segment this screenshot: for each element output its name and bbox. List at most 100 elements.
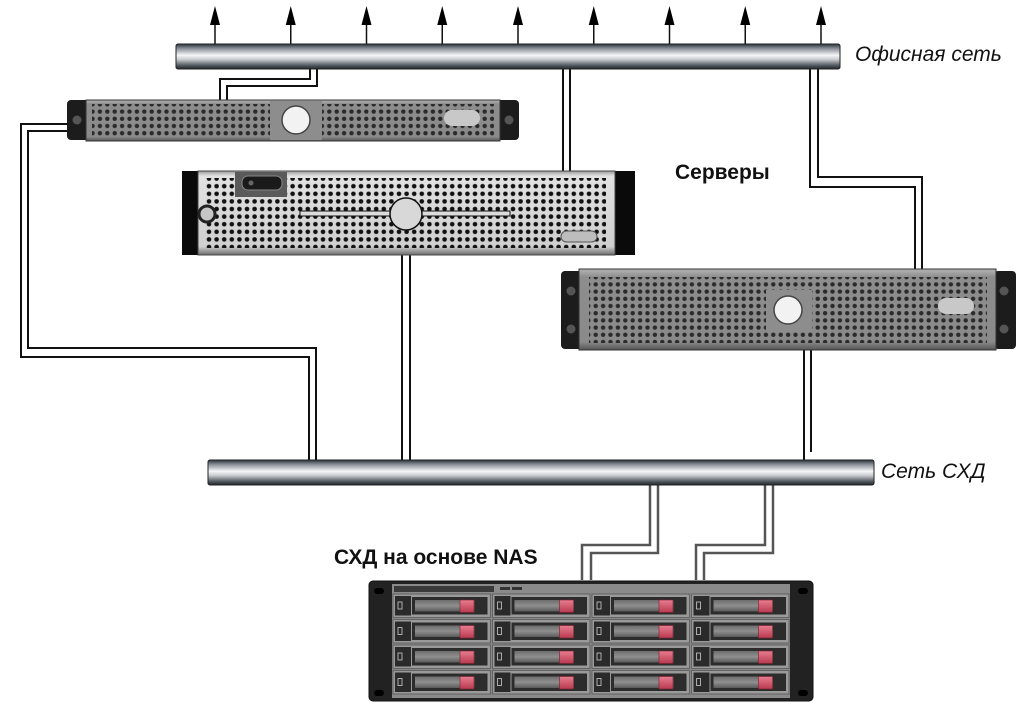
drive-body — [514, 676, 574, 688]
drive-bay[interactable] — [591, 644, 690, 669]
drive-bay[interactable] — [492, 593, 591, 618]
drive-bay[interactable] — [691, 644, 790, 669]
drive-indicator-icon — [696, 678, 701, 686]
rack-hole — [374, 588, 384, 594]
cable-office-to-server-1u — [219, 68, 318, 100]
rack-ear-left — [182, 171, 200, 255]
rack-hole — [798, 690, 808, 696]
drive-handle — [494, 621, 511, 641]
drive-indicator-icon — [397, 652, 403, 661]
drive-latch — [459, 650, 475, 664]
uplink-arrow-icon — [740, 6, 751, 25]
drive-latch — [559, 650, 574, 664]
drive-bay[interactable] — [591, 619, 690, 644]
drive-latch — [459, 599, 475, 613]
drive-bay[interactable] — [591, 670, 690, 695]
uplink-arrow-icon — [513, 6, 523, 25]
drive-body — [514, 600, 574, 612]
drive-latch — [559, 599, 574, 613]
uplink-arrow-icon — [588, 6, 599, 25]
nas-storage-array[interactable] — [368, 580, 814, 702]
drive-body — [713, 651, 773, 663]
rack-screw — [566, 286, 576, 296]
drive-bay[interactable] — [492, 619, 591, 644]
drive-handle — [594, 596, 610, 616]
drive-handle — [693, 672, 710, 692]
drive-bay[interactable] — [392, 593, 491, 618]
drive-bay[interactable] — [392, 670, 491, 695]
drive-indicator-icon — [596, 678, 602, 686]
cable-office-to-server-2u-b — [809, 68, 923, 270]
drive-indicator-icon — [397, 601, 403, 610]
drive-body — [415, 651, 475, 663]
drive-body — [614, 676, 674, 688]
drive-bay[interactable] — [392, 619, 491, 644]
rack-hole — [374, 690, 384, 696]
drive-handle — [693, 596, 710, 616]
drive-handle — [395, 647, 411, 667]
rack-ear-right — [994, 271, 1016, 349]
nas-led — [512, 587, 522, 590]
drive-indicator-icon — [497, 652, 502, 661]
drive-latch — [758, 625, 773, 639]
drive-bay[interactable] — [591, 593, 690, 618]
san-network-label: Сеть СХД — [881, 460, 986, 483]
cable-san-to-nas-2 — [694, 484, 775, 580]
uplink-arrow-icon — [664, 6, 675, 25]
office-network-pipe[interactable] — [175, 43, 841, 70]
drive-latch — [559, 676, 574, 690]
drive-handle — [395, 621, 411, 641]
server-1u[interactable] — [67, 99, 519, 142]
drive-latch — [658, 676, 674, 690]
drive-latch — [559, 625, 574, 639]
drive-bay[interactable] — [691, 593, 790, 618]
san-network-pipe[interactable] — [207, 459, 875, 486]
drive-body — [713, 600, 773, 612]
drive-bay[interactable] — [691, 619, 790, 644]
cable-server-1u-to-san — [20, 123, 317, 460]
nas-top-panel — [394, 586, 494, 592]
drive-handle — [494, 672, 511, 692]
power-button-icon[interactable] — [281, 105, 311, 135]
drive-indicator-icon — [596, 627, 602, 635]
uplink-arrows — [210, 6, 826, 45]
uplink-arrow-icon — [285, 6, 296, 25]
drive-led — [248, 180, 254, 186]
server-2u-b[interactable] — [561, 268, 1016, 351]
status-panel — [938, 298, 974, 314]
drive-latch — [758, 599, 773, 613]
uplink-arrow-icon — [816, 6, 826, 25]
cable-server-2u-a-to-san — [401, 254, 411, 462]
drive-body — [415, 600, 475, 612]
drive-indicator-icon — [596, 601, 602, 610]
power-button-icon[interactable] — [389, 197, 423, 231]
drive-latch — [658, 650, 674, 664]
uplink-arrow-icon — [437, 6, 448, 25]
drive-body — [713, 625, 773, 637]
nas-led — [500, 587, 510, 590]
rack-ear-left — [561, 271, 583, 349]
drive-handle — [494, 596, 511, 616]
drive-bay[interactable] — [691, 670, 790, 695]
drive-handle — [395, 596, 411, 616]
cable-office-to-server-2u-a — [562, 68, 571, 172]
rack-ear-right — [613, 171, 635, 255]
drive-handle — [594, 621, 610, 641]
drive-handle — [594, 672, 610, 692]
drive-handle — [594, 647, 610, 667]
drive-indicator-icon — [696, 627, 701, 635]
server-2u-a[interactable] — [182, 170, 635, 256]
drive-bay[interactable] — [392, 644, 491, 669]
rack-screw — [999, 324, 1009, 334]
drive-body — [614, 651, 674, 663]
power-button-icon[interactable] — [773, 295, 803, 325]
drive-bay[interactable] — [492, 644, 591, 669]
bezel-lock-icon[interactable] — [197, 204, 217, 224]
drive-latch — [459, 625, 475, 639]
drive-latch — [658, 599, 674, 613]
storage-group-label: СХД на основе NAS — [334, 546, 538, 569]
drive-indicator-icon — [497, 678, 502, 686]
drive-bay[interactable] — [492, 670, 591, 695]
drive-indicator-icon — [397, 627, 403, 635]
